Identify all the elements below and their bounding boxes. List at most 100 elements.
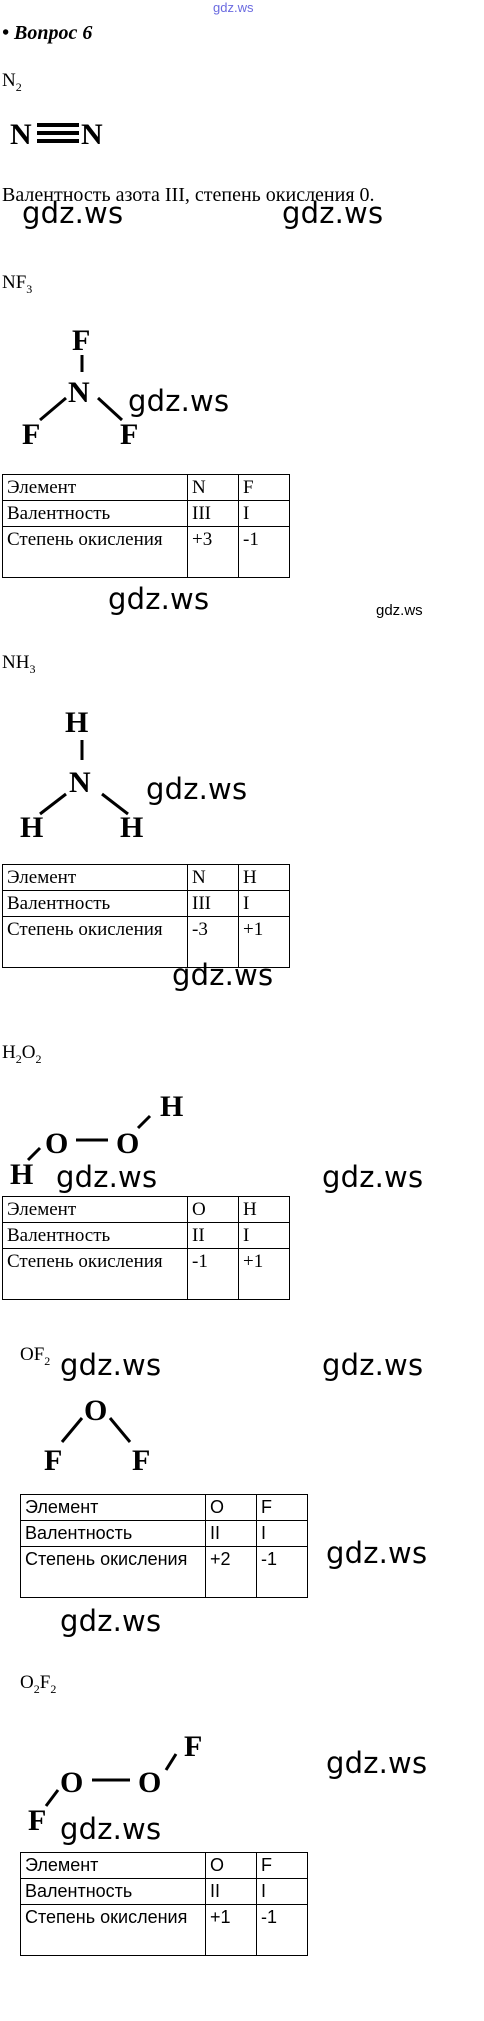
table-row: Валентность II I [20,1878,308,1905]
bond-line [101,792,129,816]
formula-of2: OF2 [20,1344,50,1369]
bond-line [39,396,67,422]
table-header-cell: Элемент [2,1196,188,1223]
table-header-cell: F [238,474,290,501]
formula-n2: N2 [2,70,22,95]
table-cell: I [256,1878,308,1905]
atom-o: O [45,1127,68,1160]
watermark: gdz.ws [56,1160,158,1194]
watermark: gdz.ws [326,1746,428,1780]
formula-subscript: 2 [50,1681,57,1696]
bond-line [44,1789,60,1807]
atom-h: H [160,1090,183,1123]
watermark: gdz.ws [108,582,210,616]
atom-f: F [120,418,138,451]
table-row: Валентность II I [2,1222,290,1249]
formula-symbol: O [21,1042,36,1063]
formula-subscript: 2 [15,1051,22,1066]
n2-description: Валентность азота III, степень окисления… [2,184,375,206]
table-header-cell: N [187,864,239,891]
table-row: Степень окисления +3 -1 [2,526,290,578]
table-cell: Валентность [2,500,188,527]
table-cell: -1 [256,1546,308,1598]
table-cell: +1 [238,1248,290,1300]
table-header-cell: O [205,1852,257,1879]
atom-f: F [72,324,90,357]
formula-symbol: NF [2,272,27,293]
table-row: Элемент N H [2,864,290,891]
formula-symbol: F [39,1672,51,1693]
nh3-table: Элемент N H Валентность III I Степень ок… [2,864,290,968]
watermark: gdz.ws [128,384,230,418]
watermark: gdz.ws [146,772,248,806]
formula-subscript: 3 [29,661,36,676]
of2-structure: O F F [44,1394,150,1477]
watermark: gdz.ws [322,1160,424,1194]
atom-n: N [81,118,103,151]
table-header-cell: H [238,1196,290,1223]
table-cell: II [187,1222,239,1249]
formula-subscript: 2 [15,79,22,94]
bond-line [136,1114,152,1130]
table-row: Валентность III I [2,500,290,527]
bond-line [164,1753,178,1771]
table-cell: -1 [256,1904,308,1956]
watermark: gdz.ws [326,1536,428,1570]
formula-symbol: O [20,1672,34,1693]
watermark: gdz.ws [172,958,274,992]
o2f2-table: Элемент O F Валентность II I Степень оки… [20,1852,308,1956]
nh3-structure: H N H H [20,706,143,844]
table-cell: +1 [238,916,290,968]
table-cell: -1 [238,526,290,578]
atom-f: F [44,1444,62,1477]
watermark: gdz.ws [282,196,384,230]
table-cell: -1 [187,1248,239,1300]
atom-f: F [184,1730,202,1763]
watermark: gdz.ws [322,1348,424,1382]
table-row: Степень окисления +1 -1 [20,1904,308,1956]
table-cell: Степень окисления [20,1546,206,1598]
atom-h: H [10,1158,33,1191]
formula-nf3: NF3 [2,272,32,297]
table-cell: Степень окисления [2,526,188,578]
watermark: gdz.ws [60,1348,162,1382]
table-row: Степень окисления -1 +1 [2,1248,290,1300]
atom-h: H [120,811,143,844]
table-cell: Валентность [2,1222,188,1249]
atom-o: O [84,1394,107,1427]
table-cell: I [256,1520,308,1547]
table-cell: II [205,1878,257,1905]
h2o2-table: Элемент O H Валентность II I Степень оки… [2,1196,290,1300]
table-cell: Степень окисления [20,1904,206,1956]
atom-n: N [69,766,91,799]
table-cell: +1 [205,1904,257,1956]
nf3-table: Элемент N F Валентность III I Степень ок… [2,474,290,578]
table-header-cell: F [256,1852,308,1879]
table-header-cell: Элемент [2,864,188,891]
nf3-structure: F N F F [22,324,138,451]
bond-line [39,792,67,816]
atom-n: N [68,376,90,409]
h2o2-structure: H O O H [10,1090,183,1191]
formula-symbol: N [2,70,16,91]
formula-subscript: 2 [35,1051,42,1066]
formula-subscript: 2 [44,1353,51,1368]
watermark: gdz.ws [22,196,124,230]
question-title: • Вопрос 6 [2,22,93,44]
formula-symbol: NH [2,652,30,673]
table-cell: Валентность [20,1878,206,1905]
table-header-cell: O [205,1494,257,1521]
table-cell: III [187,500,239,527]
formula-o2f2: O2F2 [20,1672,56,1697]
atom-o: O [138,1766,161,1799]
formula-subscript: 3 [26,281,33,296]
table-header-cell: Элемент [20,1852,206,1879]
bond-line [60,1417,84,1443]
of2-table: Элемент O F Валентность II I Степень оки… [20,1494,308,1598]
table-cell: I [238,890,290,917]
atom-f: F [132,1444,150,1477]
formula-h2o2: H2O2 [2,1042,41,1067]
table-row: Элемент O H [2,1196,290,1223]
table-row: Элемент N F [2,474,290,501]
table-cell: II [205,1520,257,1547]
